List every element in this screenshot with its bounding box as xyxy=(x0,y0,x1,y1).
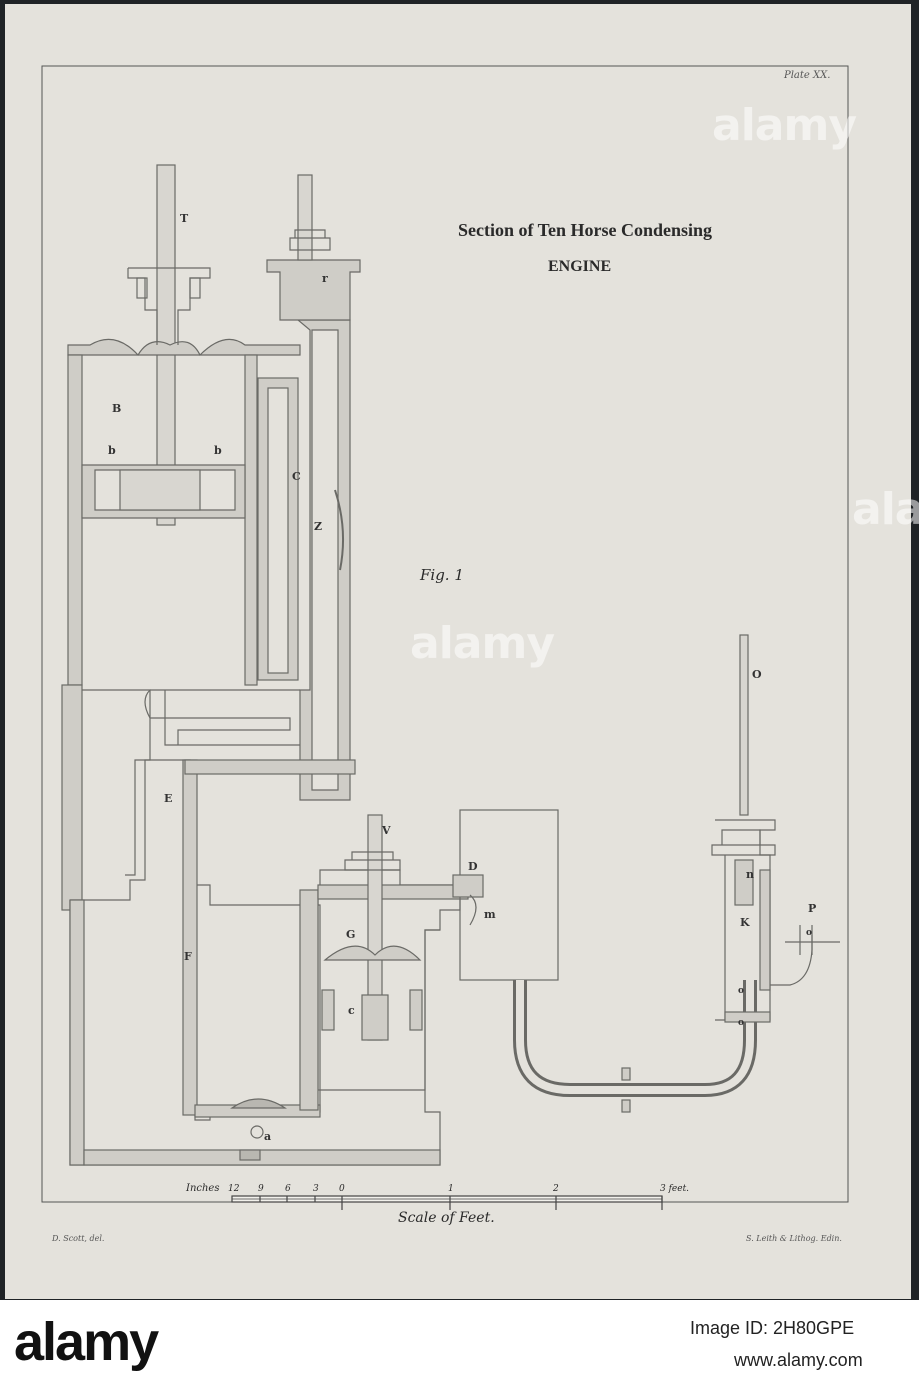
label-m: m xyxy=(484,908,496,921)
foot-valve xyxy=(230,1098,287,1109)
label-o-2: o xyxy=(738,986,745,996)
label-Z: Z xyxy=(314,520,323,533)
figure-label: Fig. 1 xyxy=(420,566,464,584)
cylinder-wall-left xyxy=(67,354,83,686)
label-V: V xyxy=(382,824,391,837)
cylinder-cover xyxy=(67,338,301,357)
cylinder-wall-right xyxy=(244,354,258,686)
delivery-pipe xyxy=(785,925,840,955)
label-O: O xyxy=(752,668,762,681)
watermark: alamy xyxy=(410,618,555,669)
plate-number: Plate XX. xyxy=(784,70,831,81)
label-P: P xyxy=(808,902,817,915)
watermark: ala xyxy=(852,484,919,535)
label-o-1: o xyxy=(806,928,813,938)
label-c: c xyxy=(348,1004,355,1017)
label-b-left: b xyxy=(108,444,116,457)
scale-caption: Scale of Feet. xyxy=(398,1210,495,1226)
engraved-plate xyxy=(5,4,911,1299)
u-bend xyxy=(513,980,757,1097)
label-G: G xyxy=(346,928,356,941)
scale-inch-tick-12: 12 xyxy=(228,1184,240,1194)
image-id: Image ID: 2H80GPE xyxy=(690,1318,855,1338)
watermark: alamy xyxy=(712,100,857,151)
scale-inch-tick-6: 6 xyxy=(285,1184,291,1194)
label-D: D xyxy=(468,860,478,873)
plate-subtitle: ENGINE xyxy=(548,258,612,275)
label-F: F xyxy=(184,950,192,963)
label-E: E xyxy=(164,792,173,805)
scale-inch-tick-9: 9 xyxy=(258,1184,264,1194)
plate-title: Section of Ten Horse Condensing xyxy=(458,220,713,240)
label-r: r xyxy=(322,272,328,285)
label-C: C xyxy=(292,470,301,483)
scale-foot-tick-1: 1 xyxy=(448,1184,454,1194)
scale-foot-tick-3: 3 feet. xyxy=(660,1184,690,1194)
pump-rod xyxy=(739,634,749,816)
scale-inch-tick-3: 3 xyxy=(313,1184,319,1194)
scale-foot-tick-2: 2 xyxy=(553,1184,559,1194)
label-T: T xyxy=(180,212,189,225)
scale-inch-tick-0: 0 xyxy=(339,1184,345,1194)
label-n: n xyxy=(746,868,754,881)
label-K: K xyxy=(740,916,750,929)
label-B: B xyxy=(112,402,122,415)
label-o-3: o xyxy=(738,1018,745,1028)
engine-section-diagram xyxy=(41,65,849,1210)
svg-text:alamy: alamy xyxy=(14,1312,159,1372)
alamy-logo: alamy xyxy=(14,1308,314,1378)
scale-bar xyxy=(231,1195,663,1210)
exhaust-pipe xyxy=(144,689,300,746)
label-b-right: b xyxy=(214,444,222,457)
scale-inches-label: Inches xyxy=(186,1183,220,1194)
site-url: www.alamy.com xyxy=(734,1350,863,1370)
label-a: a xyxy=(264,1130,272,1143)
stock-footer: alamy Image ID: 2H80GPE www.alamy.com xyxy=(0,1300,919,1390)
draughtsman-credit: D. Scott, del. xyxy=(52,1234,105,1243)
lithographer-credit: S. Leith & Lithog. Edin. xyxy=(746,1234,842,1243)
